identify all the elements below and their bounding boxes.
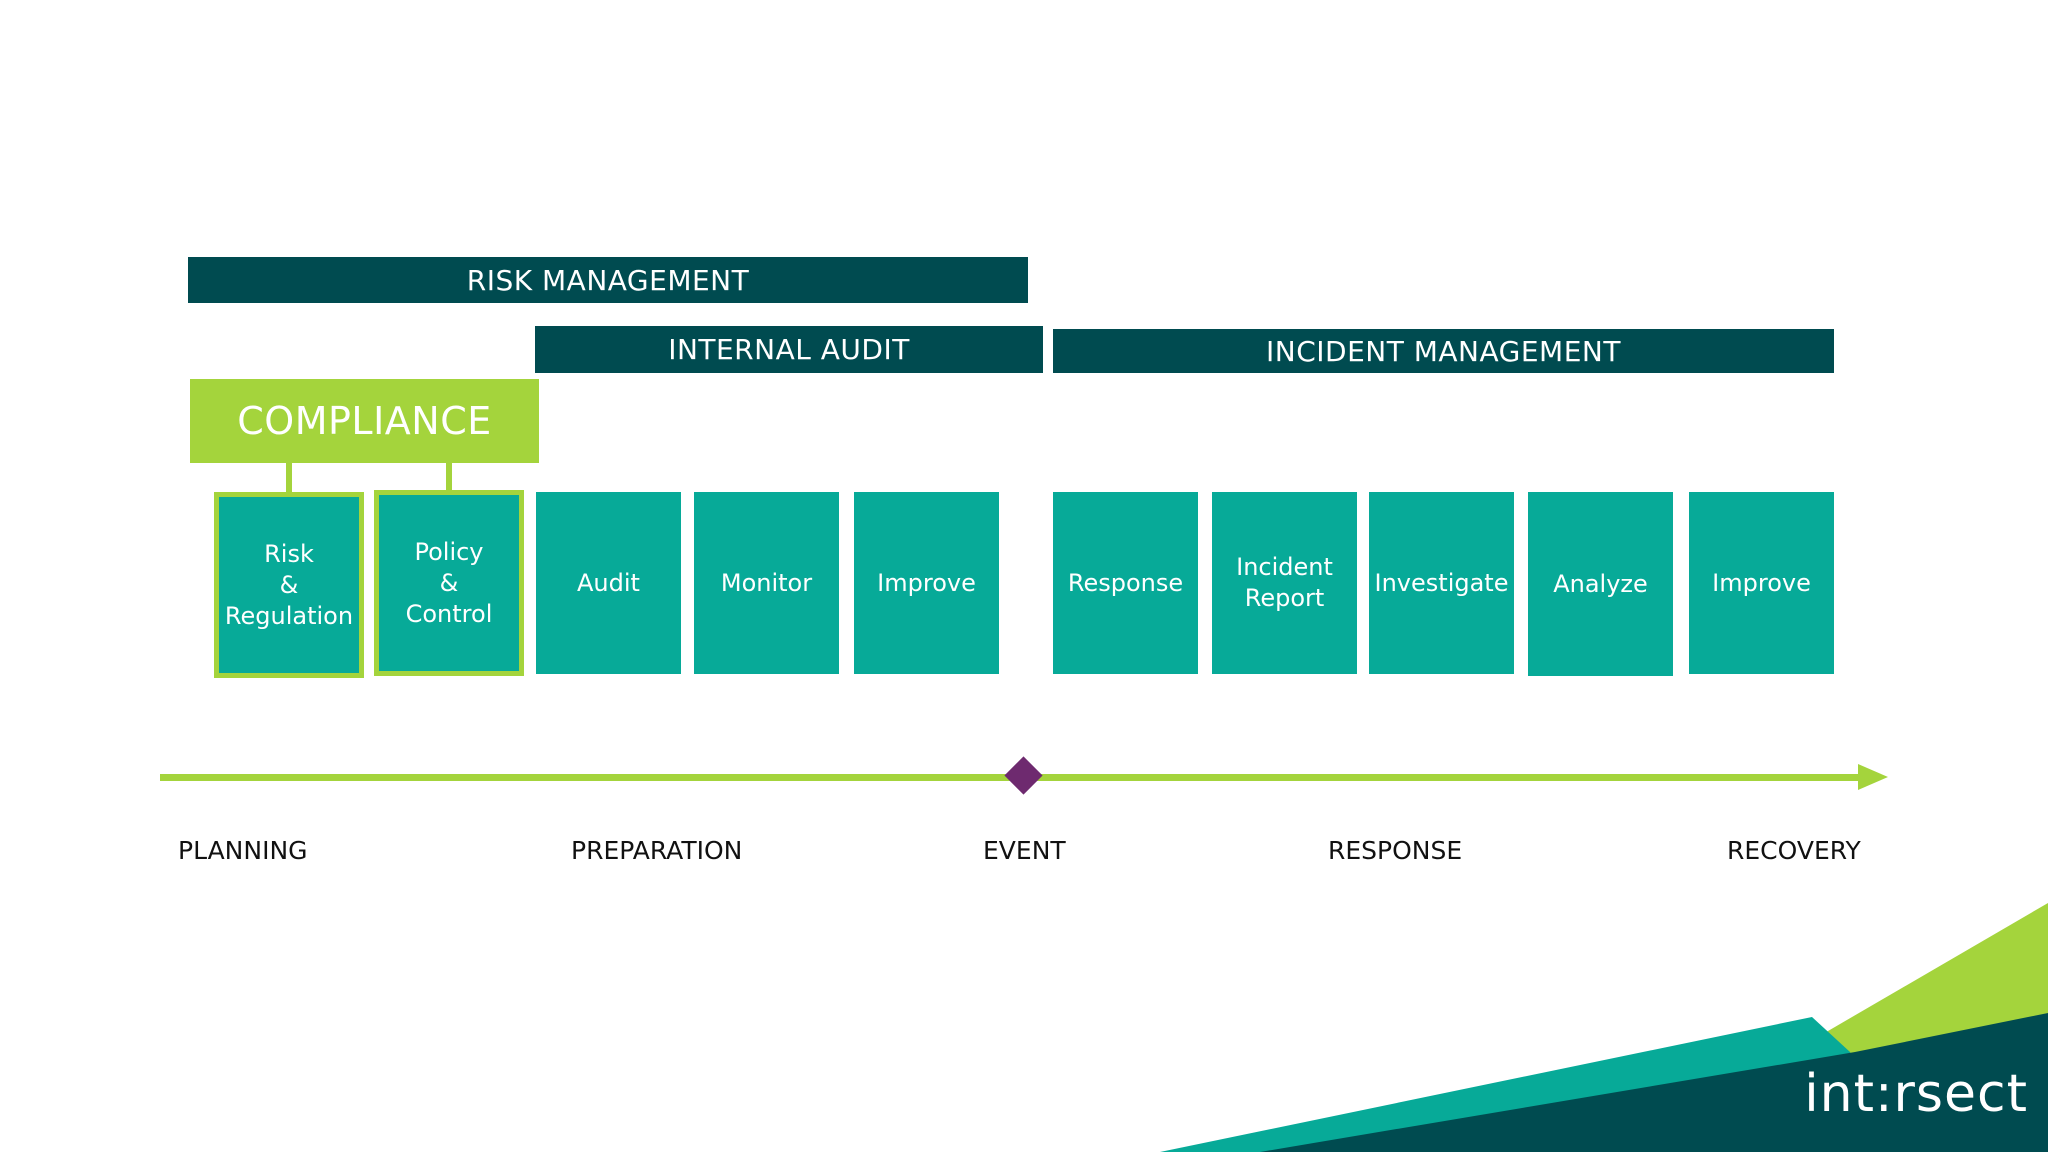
compliance-connector-right — [446, 463, 452, 493]
box-text-line: Control — [405, 599, 493, 628]
timeline-arrow-head — [1858, 764, 1888, 790]
box-text-line: Investigate — [1374, 568, 1509, 597]
improve-incident-box: Improve — [1689, 492, 1834, 674]
box-text-line: Regulation — [224, 601, 354, 630]
box-text-line: Policy — [414, 537, 484, 566]
incident-report-box: Incident Report — [1212, 492, 1357, 674]
compliance-connector-left — [286, 463, 292, 493]
incident-management-band: INCIDENT MANAGEMENT — [1053, 329, 1834, 373]
box-text-line: Incident — [1236, 553, 1333, 581]
investigate-box: Investigate — [1369, 492, 1514, 674]
box-text-line: Response — [1067, 568, 1184, 597]
incident-management-label: INCIDENT MANAGEMENT — [1266, 334, 1621, 368]
box-text-line: & — [279, 570, 299, 599]
box-text-line: Monitor — [720, 568, 813, 597]
risk-regulation-box: Risk & Regulation — [214, 492, 364, 678]
phase-label-planning: PLANNING — [178, 836, 308, 865]
compliance-label: COMPLIANCE — [237, 399, 492, 443]
internal-audit-label: INTERNAL AUDIT — [668, 333, 910, 366]
phase-label-event: EVENT — [983, 836, 1066, 865]
box-text-line: & — [439, 568, 459, 597]
box-text-line: Report — [1244, 584, 1325, 612]
audit-box: Audit — [536, 492, 681, 674]
box-text-line: Analyze — [1553, 569, 1648, 598]
response-box: Response — [1053, 492, 1198, 674]
policy-control-box: Policy & Control — [374, 490, 524, 676]
internal-audit-band: INTERNAL AUDIT — [535, 326, 1043, 373]
box-text-line: Improve — [877, 568, 976, 597]
dark-corner-shape — [1260, 1013, 2048, 1152]
box-text-line: Audit — [577, 568, 640, 597]
phase-label-recovery: RECOVERY — [1727, 836, 1861, 865]
box-text-line: Risk — [264, 539, 314, 568]
box-text-line: Improve — [1712, 568, 1811, 597]
risk-management-band: RISK MANAGEMENT — [188, 257, 1028, 303]
improve-audit-box: Improve — [854, 492, 999, 674]
phase-label-response: RESPONSE — [1328, 836, 1463, 865]
risk-management-label: RISK MANAGEMENT — [466, 263, 750, 297]
analyze-box: Analyze — [1528, 492, 1673, 676]
intersect-logo: int:rsect — [1804, 1064, 2028, 1124]
monitor-box: Monitor — [694, 492, 839, 674]
phase-label-preparation: PREPARATION — [571, 836, 743, 865]
compliance-band: COMPLIANCE — [190, 379, 539, 463]
